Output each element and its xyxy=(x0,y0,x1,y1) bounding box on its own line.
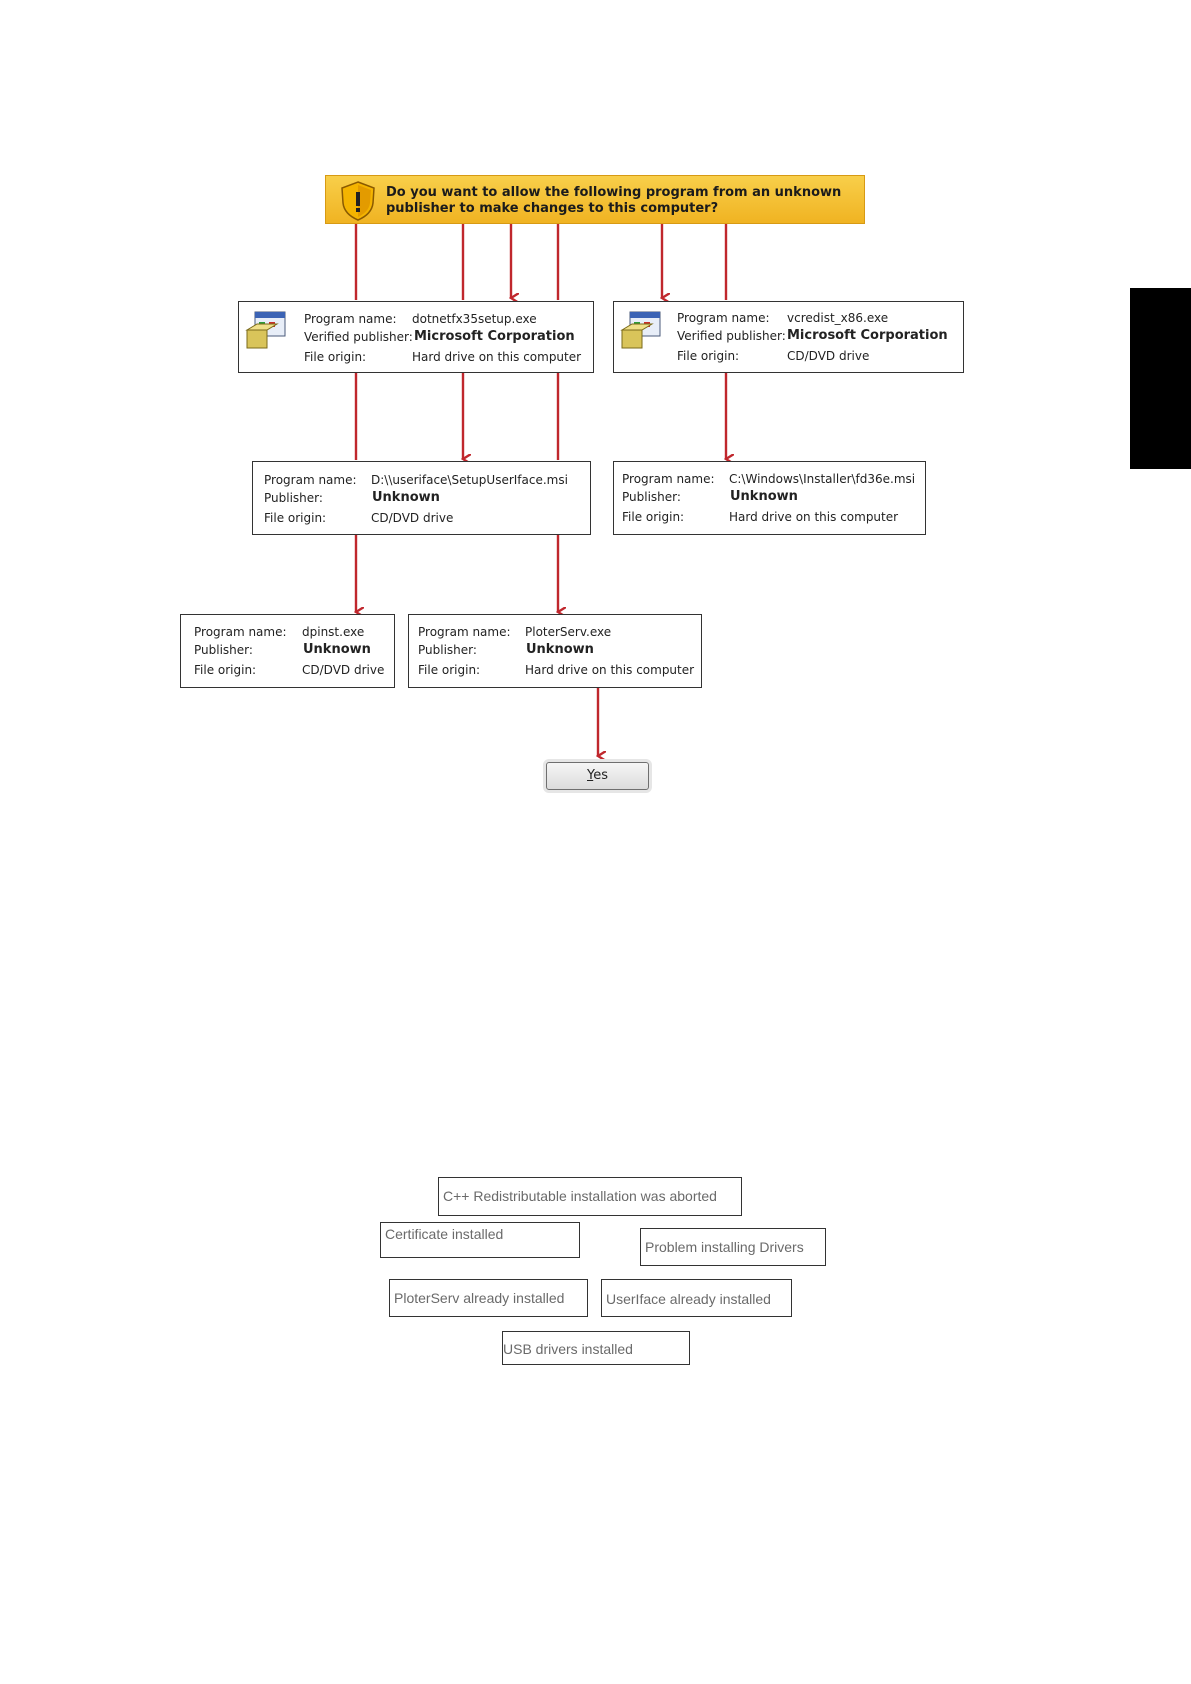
file-origin-value: CD/DVD drive xyxy=(787,349,870,363)
program-box-setupuserif: Program name: D:\\useriface\SetupUserIfa… xyxy=(252,461,591,535)
uac-prompt-banner: Do you want to allow the following progr… xyxy=(325,175,865,224)
file-origin-value: Hard drive on this computer xyxy=(412,350,582,364)
note-cpp-aborted: C++ Redistributable installation was abo… xyxy=(438,1177,742,1216)
note-useriface-installed: UserIface already installed xyxy=(601,1279,792,1317)
file-origin-label: File origin: xyxy=(622,510,685,524)
program-name-value: D:\\useriface\SetupUserIface.msi xyxy=(371,473,568,487)
program-name-value: PloterServ.exe xyxy=(525,625,612,639)
installer-icon xyxy=(620,311,661,349)
program-box-fd36e: Program name: C:\Windows\Installer\fd36e… xyxy=(613,461,926,535)
yes-button[interactable]: Yes xyxy=(546,762,649,790)
program-name-value: dotnetfx35setup.exe xyxy=(412,312,537,326)
publisher-value: Unknown xyxy=(730,489,798,504)
note-usb-installed: USB drivers installed xyxy=(502,1331,690,1365)
uac-prompt-text: Do you want to allow the following progr… xyxy=(386,185,856,217)
file-origin-label: File origin: xyxy=(264,511,327,525)
program-box-dpinst: Program name: dpinst.exe Publisher: Unkn… xyxy=(180,614,395,688)
file-origin-label: File origin: xyxy=(194,663,257,677)
program-box-vcredist: Program name: vcredist_x86.exe Verified … xyxy=(613,301,964,373)
publisher-value: Microsoft Corporation xyxy=(414,329,575,344)
uac-prompt-line1: Do you want to allow the following progr… xyxy=(386,185,842,200)
note-ploterserv-installed: PloterServ already installed xyxy=(389,1279,588,1317)
file-origin-value: CD/DVD drive xyxy=(302,663,385,677)
file-origin-value: Hard drive on this computer xyxy=(525,663,695,677)
yes-button-label: es xyxy=(593,768,608,783)
side-section-tab xyxy=(1130,288,1191,469)
program-name-value: C:\Windows\Installer\fd36e.msi xyxy=(729,472,916,486)
file-origin-label: File origin: xyxy=(418,663,481,677)
note-drivers-problem: Problem installing Drivers xyxy=(640,1228,826,1266)
publisher-label: Publisher: xyxy=(418,643,477,657)
file-origin-label: File origin: xyxy=(304,350,367,364)
publisher-label: Publisher: xyxy=(622,490,681,504)
uac-prompt-line2: publisher to make changes to this comput… xyxy=(386,201,719,216)
program-box-dotnet: Program name: dotnetfx35setup.exe Verifi… xyxy=(238,301,594,373)
yes-button-accel: Y xyxy=(587,768,594,783)
note-certificate-installed: Certificate installed xyxy=(380,1222,580,1258)
program-name-label: Program name: xyxy=(418,625,511,639)
program-name-value: dpinst.exe xyxy=(302,625,365,639)
file-origin-label: File origin: xyxy=(677,349,740,363)
publisher-label: Verified publisher: xyxy=(304,330,413,344)
publisher-value: Unknown xyxy=(303,642,371,657)
publisher-value: Unknown xyxy=(526,642,594,657)
program-name-label: Program name: xyxy=(622,472,715,486)
publisher-value: Microsoft Corporation xyxy=(787,328,948,343)
program-name-value: vcredist_x86.exe xyxy=(787,311,889,325)
program-box-ploterserv: Program name: PloterServ.exe Publisher: … xyxy=(408,614,702,688)
program-name-label: Program name: xyxy=(677,311,770,325)
program-name-label: Program name: xyxy=(264,473,357,487)
uac-shield-icon xyxy=(341,181,375,221)
publisher-value: Unknown xyxy=(372,490,440,505)
publisher-label: Publisher: xyxy=(264,491,323,505)
installer-icon xyxy=(245,311,286,349)
file-origin-value: CD/DVD drive xyxy=(371,511,454,525)
publisher-label: Verified publisher: xyxy=(677,329,786,343)
program-name-label: Program name: xyxy=(194,625,287,639)
file-origin-value: Hard drive on this computer xyxy=(729,510,899,524)
program-name-label: Program name: xyxy=(304,312,397,326)
publisher-label: Publisher: xyxy=(194,643,253,657)
